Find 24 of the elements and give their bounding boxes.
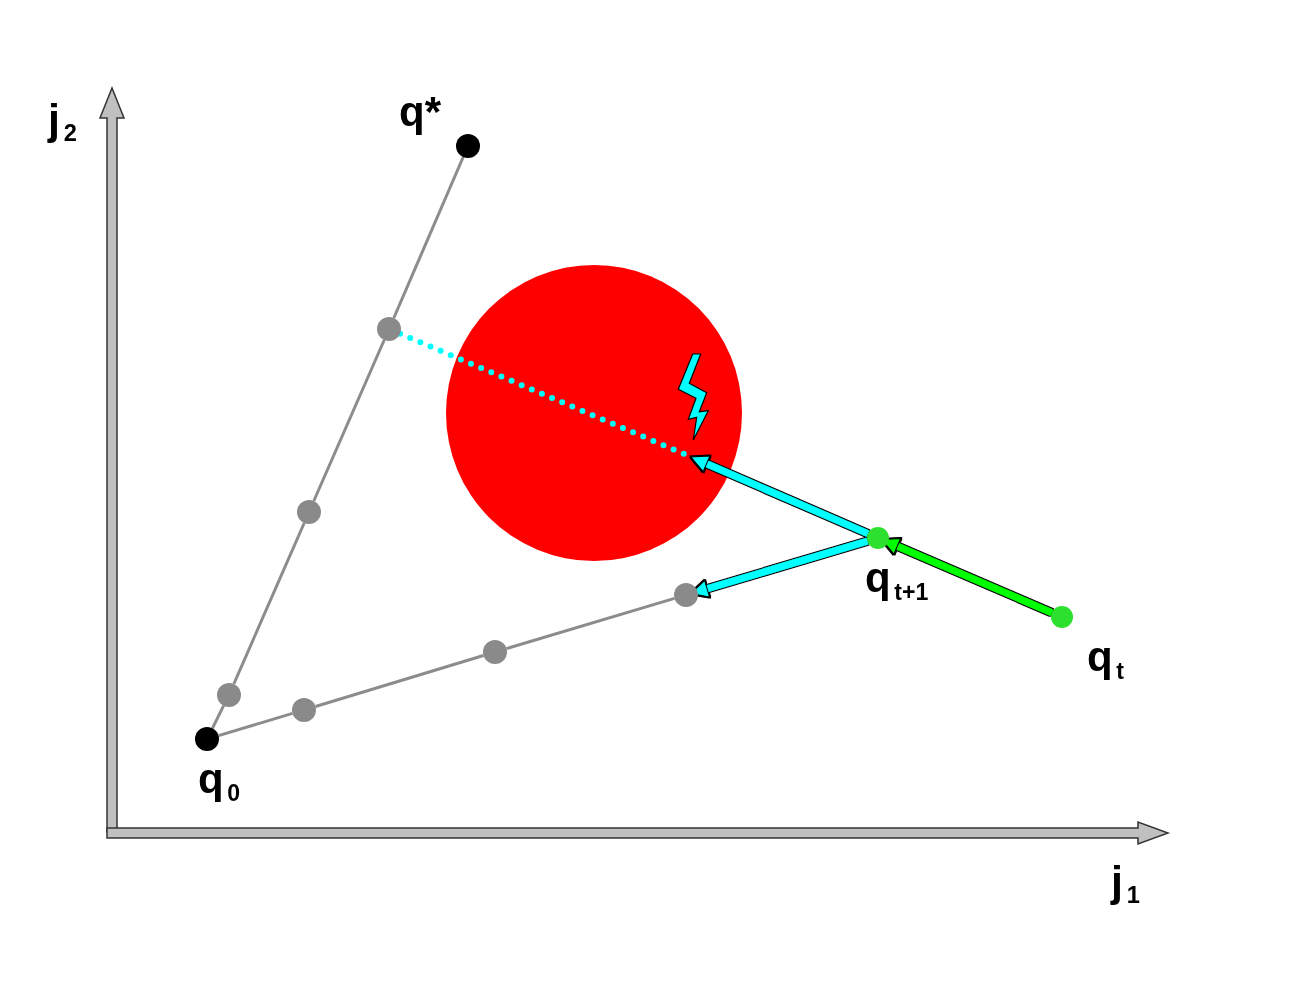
- waypoint-dot: [674, 583, 698, 607]
- point-label: q$_{t+1}$: [865, 557, 929, 604]
- point-label: q$_{0}$: [198, 758, 241, 805]
- waypoint-dot: [377, 317, 401, 341]
- line-segment: [211, 705, 225, 729]
- line-segment: [392, 156, 465, 319]
- point-dot: [456, 134, 480, 158]
- point-label: q$_{t}$: [1087, 636, 1125, 683]
- point-dot: [195, 727, 219, 751]
- waypoint-dot: [292, 698, 316, 722]
- line-segment: [315, 654, 484, 708]
- line-segment: [506, 596, 675, 651]
- axis-label: j$_{2}$: [48, 97, 77, 146]
- point-dot: [1051, 606, 1073, 628]
- axis-label: j$_{1}$: [1111, 859, 1140, 908]
- waypoint-dot: [217, 683, 241, 707]
- point-label: q*: [399, 91, 441, 134]
- line-segment: [232, 522, 306, 685]
- line-segment: [218, 711, 293, 738]
- point-dot: [867, 527, 889, 549]
- waypoint-dot: [297, 500, 321, 524]
- arrow: [690, 455, 870, 537]
- waypoint-dot: [483, 640, 507, 664]
- line-segment: [312, 339, 386, 502]
